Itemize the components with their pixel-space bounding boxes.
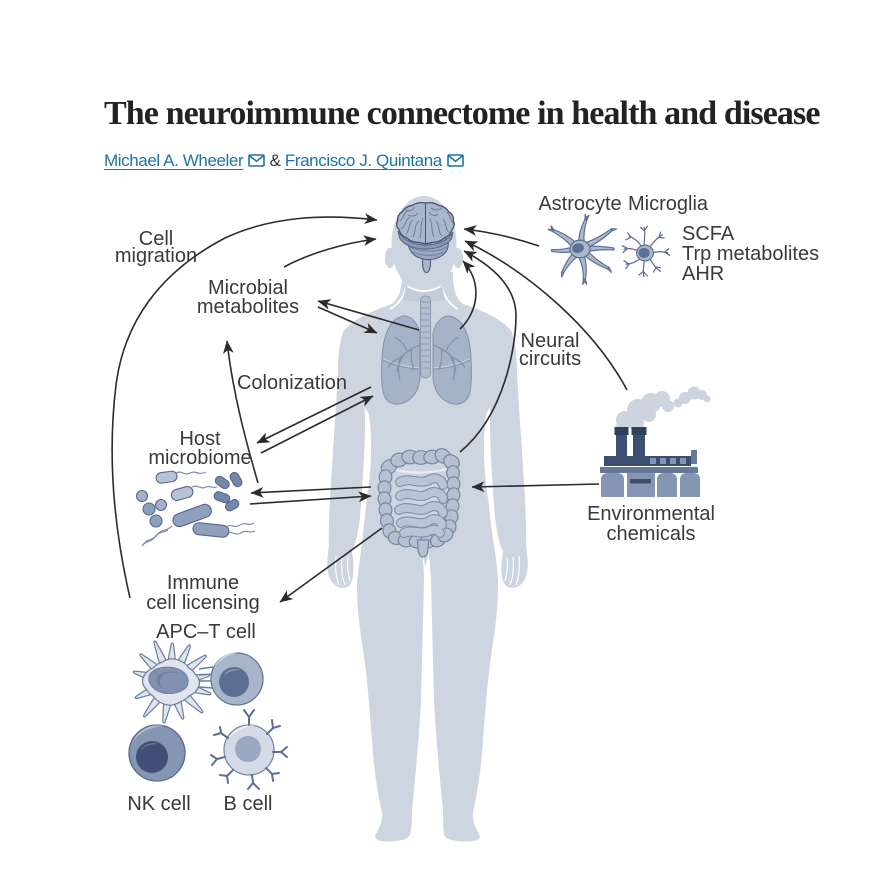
svg-text:microbiome: microbiome: [148, 447, 251, 469]
svg-text:metabolites: metabolites: [197, 296, 299, 318]
svg-text:chemicals: chemicals: [607, 523, 696, 545]
svg-text:Immune: Immune: [167, 572, 239, 594]
svg-text:Environmental: Environmental: [587, 503, 715, 525]
svg-text:Colonization: Colonization: [237, 372, 347, 394]
svg-text:Trp metabolites: Trp metabolites: [682, 243, 819, 265]
svg-text:circuits: circuits: [519, 348, 581, 370]
svg-text:NK cell: NK cell: [127, 793, 190, 815]
svg-text:Host: Host: [179, 428, 221, 450]
svg-text:Microglia: Microglia: [628, 193, 709, 215]
svg-text:Microbial: Microbial: [208, 277, 288, 299]
svg-text:cell licensing: cell licensing: [146, 592, 259, 614]
svg-text:Cell: Cell: [139, 228, 173, 250]
svg-text:Astrocyte: Astrocyte: [538, 193, 621, 215]
svg-text:migration: migration: [115, 245, 197, 267]
svg-text:AHR: AHR: [682, 263, 724, 285]
svg-text:SCFA: SCFA: [682, 223, 735, 245]
svg-text:Neural: Neural: [521, 330, 580, 352]
svg-text:APC–T cell: APC–T cell: [156, 621, 256, 643]
svg-text:B cell: B cell: [224, 793, 273, 815]
